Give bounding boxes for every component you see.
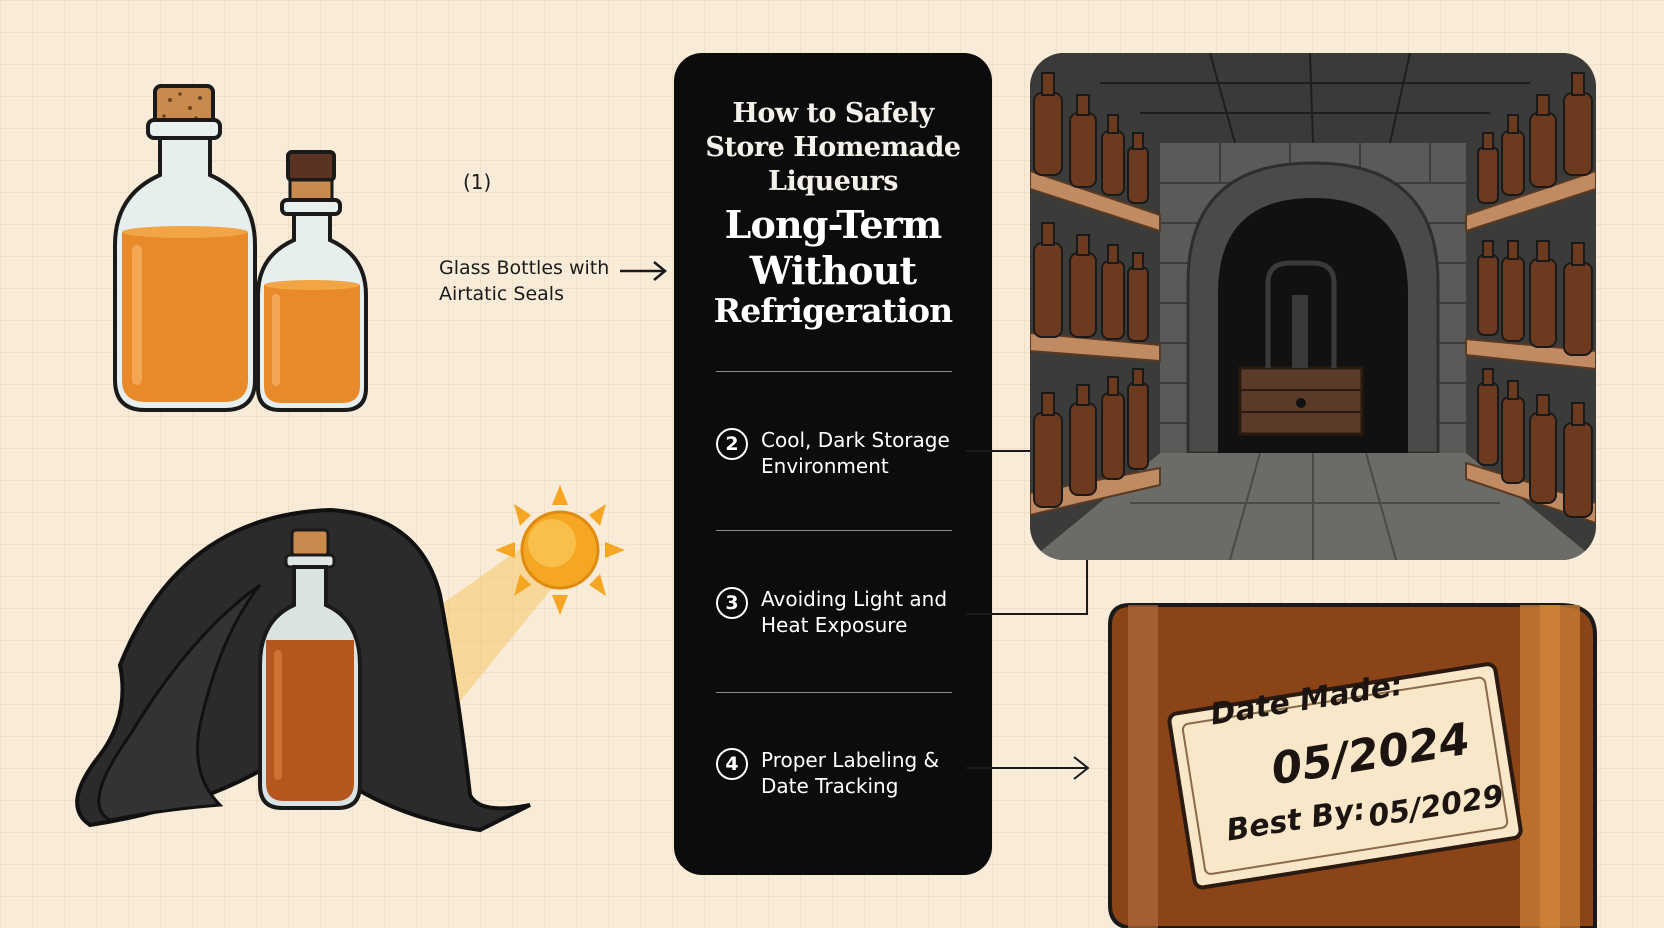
- labeled-bottle-illustration: [1108, 603, 1597, 928]
- step-4-line2: Date Tracking: [761, 774, 899, 798]
- glass-bottles-illustration: [113, 84, 368, 412]
- sun-icon: [495, 485, 625, 615]
- title-line-3: Liqueurs: [768, 166, 899, 197]
- step-3-number: 3: [716, 587, 748, 619]
- title-line-6: Refrigeration: [713, 291, 954, 330]
- title-line-4: Long-Term: [724, 202, 943, 247]
- divider-1: [716, 371, 952, 372]
- step-1-number: (1): [463, 170, 492, 194]
- title-line-1: How to Safely: [732, 98, 934, 129]
- step-1-label-line1: Glass Bottles with: [439, 257, 610, 279]
- divider-2: [716, 530, 952, 531]
- step-1-arrow-icon: [620, 261, 667, 281]
- step-2-line1: Cool, Dark Storage: [761, 428, 950, 452]
- step-1-label-line2: Airtatic Seals: [439, 283, 564, 305]
- covered-bottle-illustration: [75, 485, 625, 833]
- step-2-number: 2: [716, 428, 748, 460]
- title-panel: How to Safely Store Homemade Liqueurs Lo…: [674, 53, 992, 875]
- cellar-illustration: [1030, 53, 1596, 560]
- divider-3: [716, 692, 952, 693]
- title-line-2: Store Homemade: [705, 132, 961, 163]
- step-4-arrow-icon: [1073, 756, 1090, 780]
- step-4-number: 4: [716, 748, 748, 780]
- step-3-line1: Avoiding Light and: [761, 587, 948, 611]
- step-2-line2: Environment: [761, 454, 889, 478]
- title-line-5: Without: [749, 248, 917, 293]
- step-4-line1: Proper Labeling &: [761, 748, 940, 772]
- step-3-line2: Heat Exposure: [761, 613, 908, 637]
